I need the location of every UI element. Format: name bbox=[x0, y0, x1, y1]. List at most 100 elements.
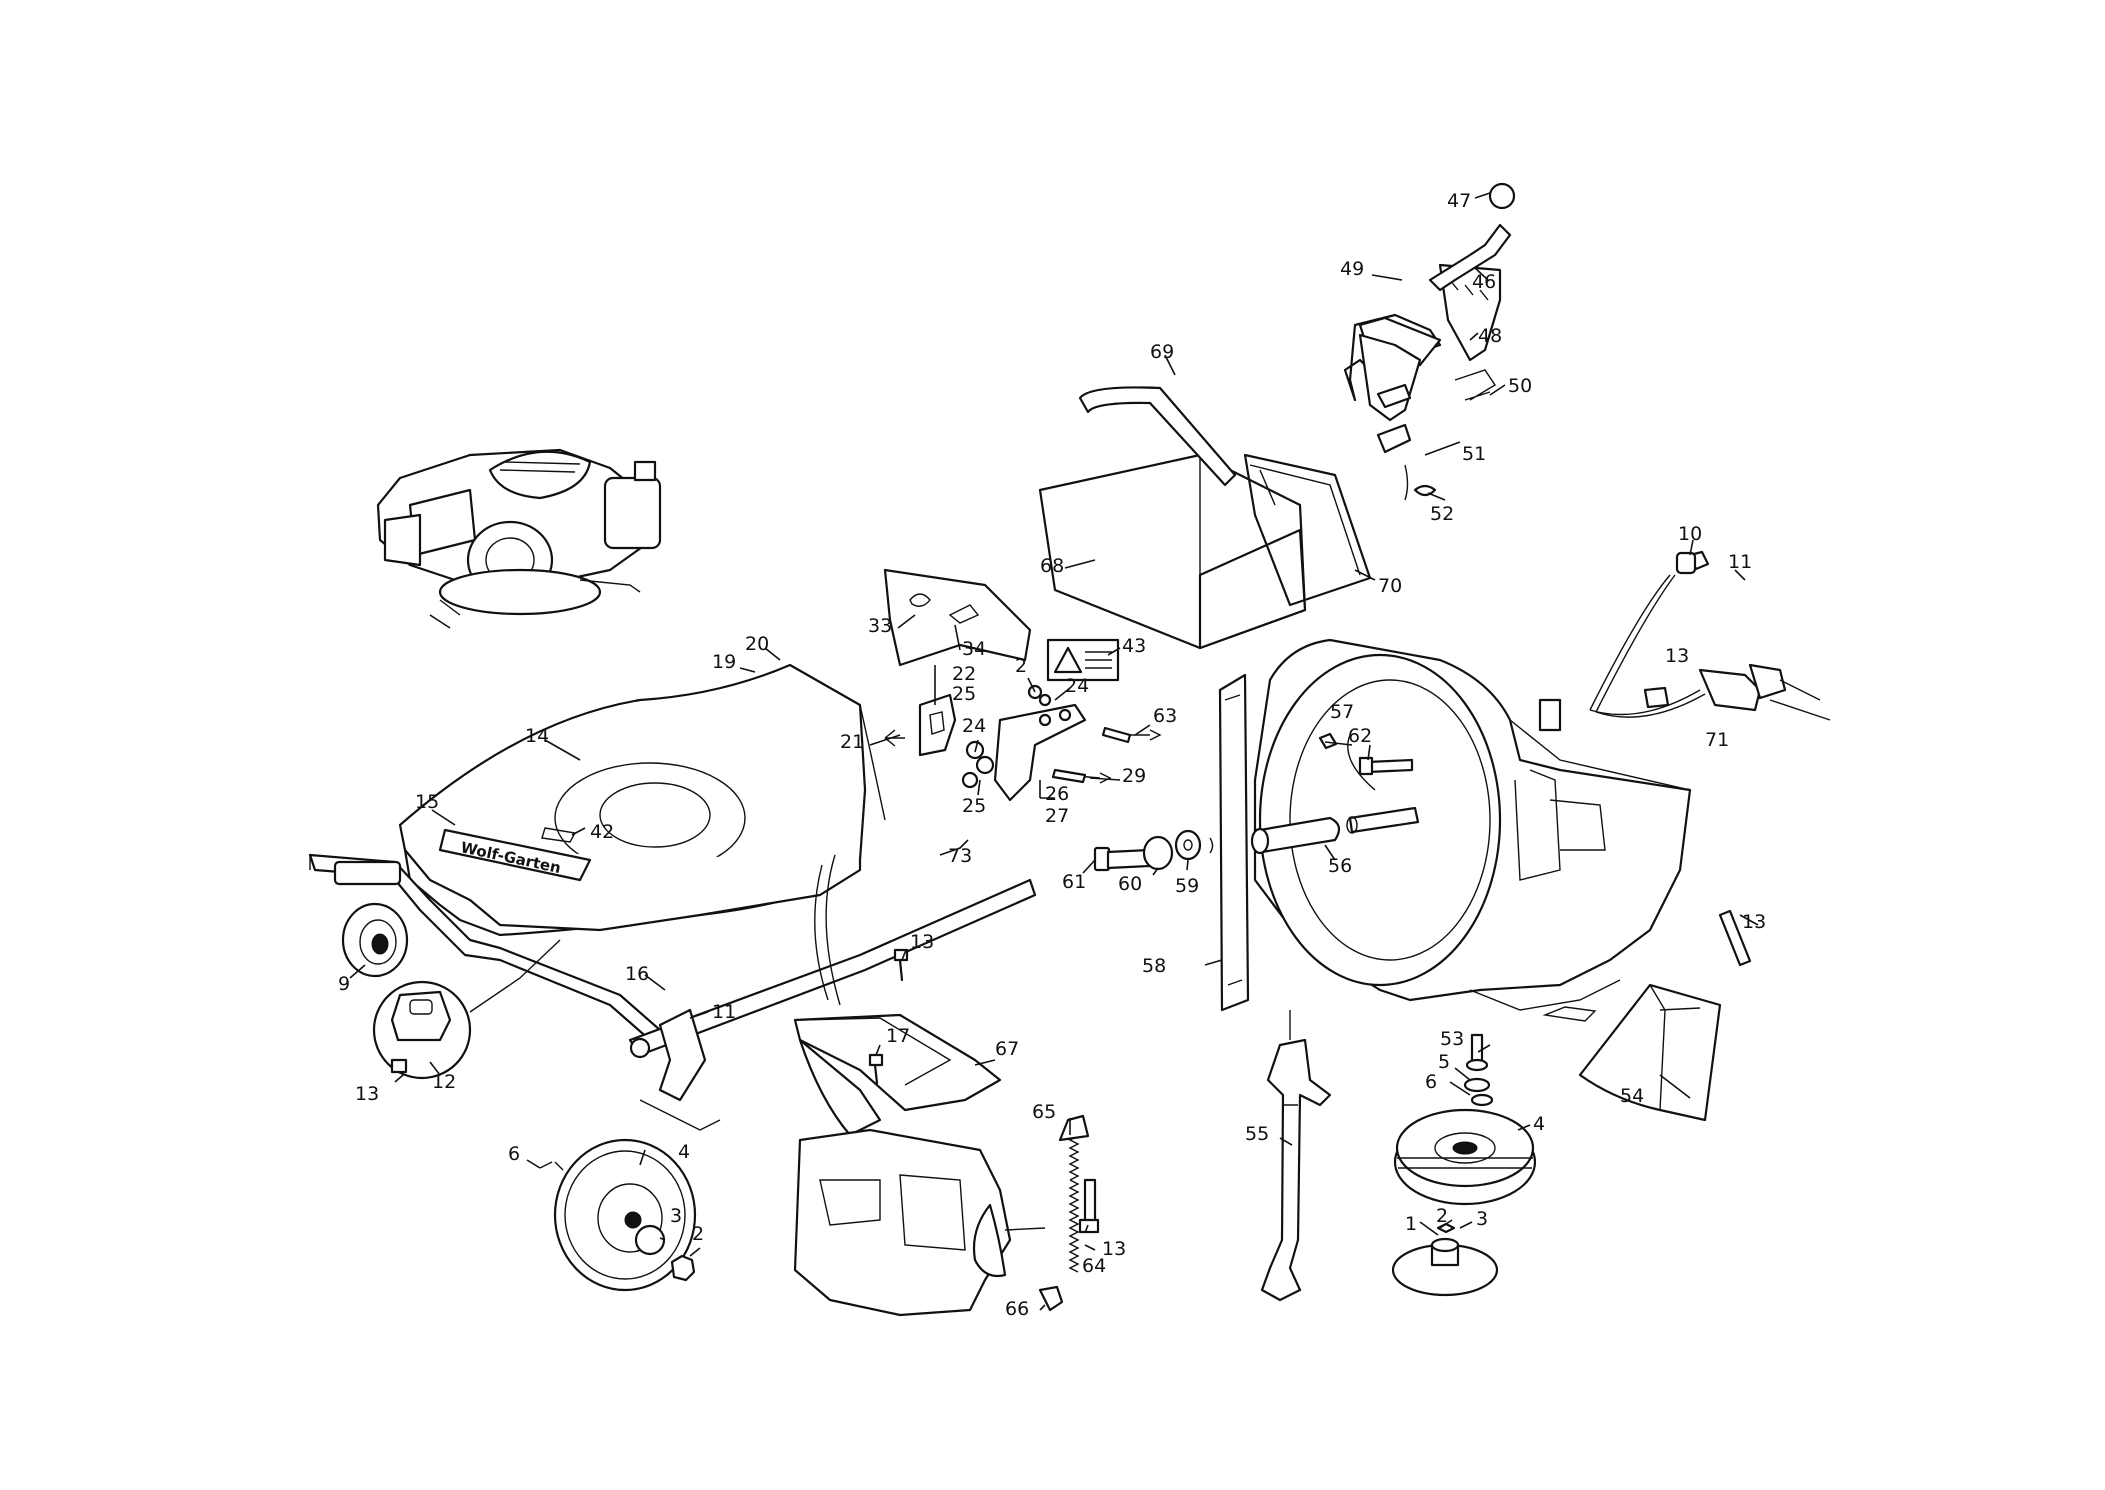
label-21: 21 bbox=[840, 731, 864, 753]
label-15: 15 bbox=[415, 791, 439, 813]
bolt-13-deck bbox=[893, 948, 909, 982]
front-wheel-4 bbox=[539, 1138, 697, 1292]
label-2-right: 2 bbox=[1436, 1205, 1448, 1227]
rear-guard bbox=[793, 1128, 1012, 1317]
label-48: 48 bbox=[1478, 325, 1502, 347]
engine-assembly bbox=[376, 448, 662, 616]
side-shield-54 bbox=[1578, 983, 1722, 1122]
label-65: 65 bbox=[1032, 1101, 1056, 1123]
label-42: 42 bbox=[590, 821, 614, 843]
label-25: 25 bbox=[962, 795, 986, 817]
rear-bracket-plate bbox=[883, 568, 1162, 802]
blade-58 bbox=[1218, 673, 1250, 1012]
height-bracket-12 bbox=[372, 939, 561, 1080]
label-34: 34 bbox=[962, 638, 986, 660]
bolt-29 bbox=[1051, 768, 1087, 784]
label-3-right: 3 bbox=[1476, 1208, 1488, 1230]
label-1: 1 bbox=[1405, 1213, 1417, 1235]
label-11-left: 11 bbox=[712, 1001, 736, 1023]
label-13-right-top: 13 bbox=[1665, 645, 1689, 667]
label-2-left: 2 bbox=[692, 1223, 704, 1245]
bolt-13-right bbox=[1718, 909, 1752, 967]
bolt-13-left bbox=[390, 1058, 408, 1074]
label-54: 54 bbox=[1620, 1085, 1644, 1107]
label-6-left: 6 bbox=[508, 1143, 520, 1165]
label-6-right: 6 bbox=[1425, 1071, 1437, 1093]
bolt-63 bbox=[1101, 726, 1132, 744]
label-67: 67 bbox=[995, 1038, 1019, 1060]
label-29: 29 bbox=[1122, 765, 1146, 787]
label-13-right: 13 bbox=[1742, 911, 1766, 933]
label-9: 9 bbox=[338, 973, 350, 995]
label-51: 51 bbox=[1462, 443, 1486, 465]
label-60: 60 bbox=[1118, 873, 1142, 895]
pulley-4 bbox=[1393, 1108, 1537, 1206]
washers-5-6-53 bbox=[1463, 1033, 1494, 1107]
label-25-top: 25 bbox=[952, 683, 976, 705]
label-2-bracket: 2 bbox=[1015, 655, 1027, 677]
bolt-17 bbox=[868, 1053, 884, 1085]
label-71: 71 bbox=[1705, 729, 1729, 751]
label-43: 43 bbox=[1122, 635, 1146, 657]
label-50: 50 bbox=[1508, 375, 1532, 397]
label-5: 5 bbox=[1438, 1051, 1450, 1073]
cable-clip-71 bbox=[1538, 550, 1831, 732]
label-24: 24 bbox=[962, 715, 986, 737]
label-26: 26 bbox=[1045, 783, 1069, 805]
grass-box-68 bbox=[1038, 453, 1307, 650]
label-12: 12 bbox=[432, 1071, 456, 1093]
label-4-right: 4 bbox=[1533, 1113, 1545, 1135]
label-13-spring: 13 bbox=[1102, 1238, 1126, 1260]
label-47: 47 bbox=[1447, 190, 1471, 212]
spring-64 bbox=[1004, 1114, 1100, 1312]
label-56: 56 bbox=[1328, 855, 1352, 877]
label-17: 17 bbox=[886, 1025, 910, 1047]
warning-label-43 bbox=[1046, 638, 1120, 682]
label-19: 19 bbox=[712, 651, 736, 673]
label-64: 64 bbox=[1082, 1255, 1106, 1277]
label-63: 63 bbox=[1153, 705, 1177, 727]
label-24-top: 24 bbox=[1065, 675, 1089, 697]
bolt-62 bbox=[1347, 734, 1414, 791]
label-53: 53 bbox=[1440, 1028, 1464, 1050]
lift-lever-16 bbox=[628, 878, 1037, 1131]
mower-deck: Wolf-Garten bbox=[398, 663, 886, 937]
label-66: 66 bbox=[1005, 1298, 1029, 1320]
label-22: 22 bbox=[952, 663, 976, 685]
label-3-left: 3 bbox=[670, 1205, 682, 1227]
wheel-9 bbox=[341, 902, 409, 978]
label-4-left: 4 bbox=[678, 1141, 690, 1163]
label-13-deck: 13 bbox=[910, 931, 934, 953]
label-62: 62 bbox=[1348, 725, 1372, 747]
label-16: 16 bbox=[625, 963, 649, 985]
label-59: 59 bbox=[1175, 875, 1199, 897]
handle-assembly bbox=[1343, 182, 1516, 501]
rear-housing bbox=[1253, 638, 1692, 1022]
box-handle-69 bbox=[1078, 386, 1372, 607]
label-33: 33 bbox=[868, 615, 892, 637]
blade-bolt-61 bbox=[1093, 829, 1214, 872]
label-10: 10 bbox=[1678, 523, 1702, 545]
label-70: 70 bbox=[1378, 575, 1402, 597]
label-27: 27 bbox=[1045, 805, 1069, 827]
part-labels: 47 49 46 48 50 51 52 69 70 68 43 10 11 1… bbox=[338, 190, 1766, 1320]
label-57: 57 bbox=[1330, 701, 1354, 723]
label-11-right: 11 bbox=[1728, 551, 1752, 573]
label-52: 52 bbox=[1430, 503, 1454, 525]
label-61: 61 bbox=[1062, 871, 1086, 893]
leader-lines bbox=[349, 192, 1759, 1311]
label-14: 14 bbox=[525, 725, 549, 747]
label-58: 58 bbox=[1142, 955, 1166, 977]
drive-shaft-56 bbox=[1250, 806, 1420, 855]
warning-triangle-icon bbox=[1053, 646, 1083, 674]
label-20: 20 bbox=[745, 633, 769, 655]
label-69: 69 bbox=[1150, 341, 1174, 363]
support-post-55 bbox=[1260, 1010, 1332, 1302]
label-46: 46 bbox=[1472, 271, 1496, 293]
label-73: 73 bbox=[948, 845, 972, 867]
label-68: 68 bbox=[1040, 555, 1064, 577]
label-13-left: 13 bbox=[355, 1083, 379, 1105]
label-55: 55 bbox=[1245, 1123, 1269, 1145]
label-49: 49 bbox=[1340, 258, 1364, 280]
